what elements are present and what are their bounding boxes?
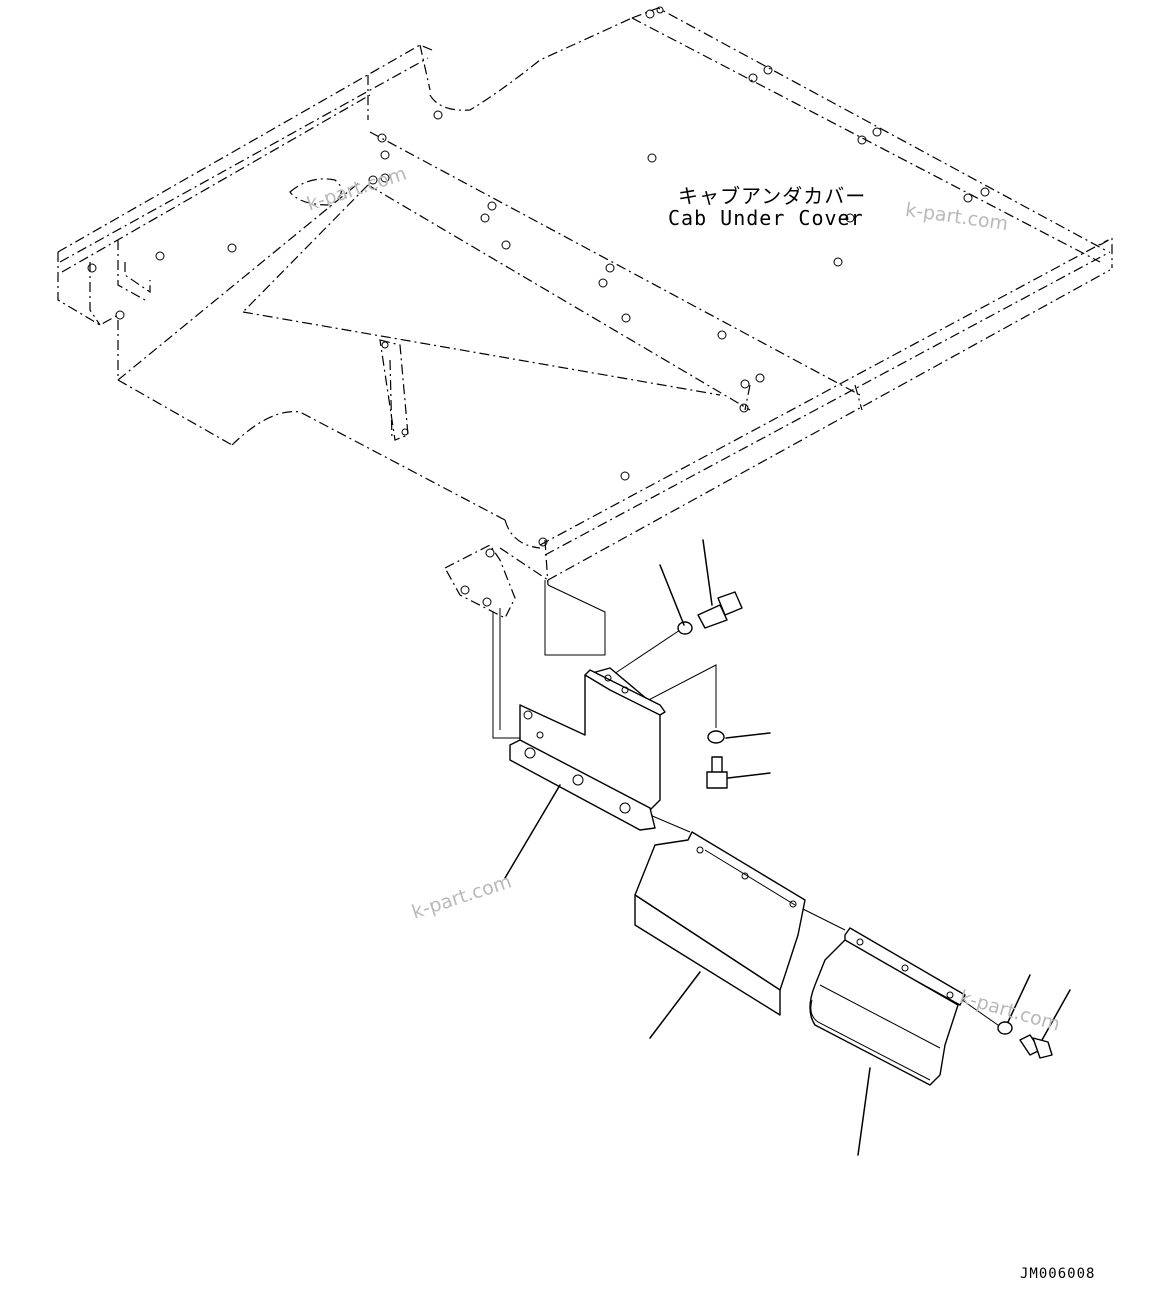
cover-plate bbox=[634, 831, 806, 1016]
hardware-set-upper bbox=[677, 591, 743, 789]
washer-icon bbox=[997, 1021, 1013, 1035]
frame-fastener-symbols bbox=[87, 6, 990, 607]
drawing-code: JM006008 bbox=[1020, 1266, 1096, 1282]
washer-icon bbox=[707, 730, 725, 744]
support-bracket bbox=[509, 667, 666, 831]
cab-frame-phantom bbox=[57, 7, 1113, 619]
hardware-set-lower bbox=[997, 1021, 1053, 1059]
bolt-icon bbox=[697, 604, 728, 629]
rubber-flap bbox=[809, 927, 966, 1086]
washer-icon bbox=[677, 621, 693, 635]
diagram-title-english: Cab Under Cover bbox=[668, 206, 864, 230]
callout-leaders bbox=[504, 539, 1071, 1156]
diagram-title-japanese: キャブアンダカバー bbox=[678, 184, 867, 208]
